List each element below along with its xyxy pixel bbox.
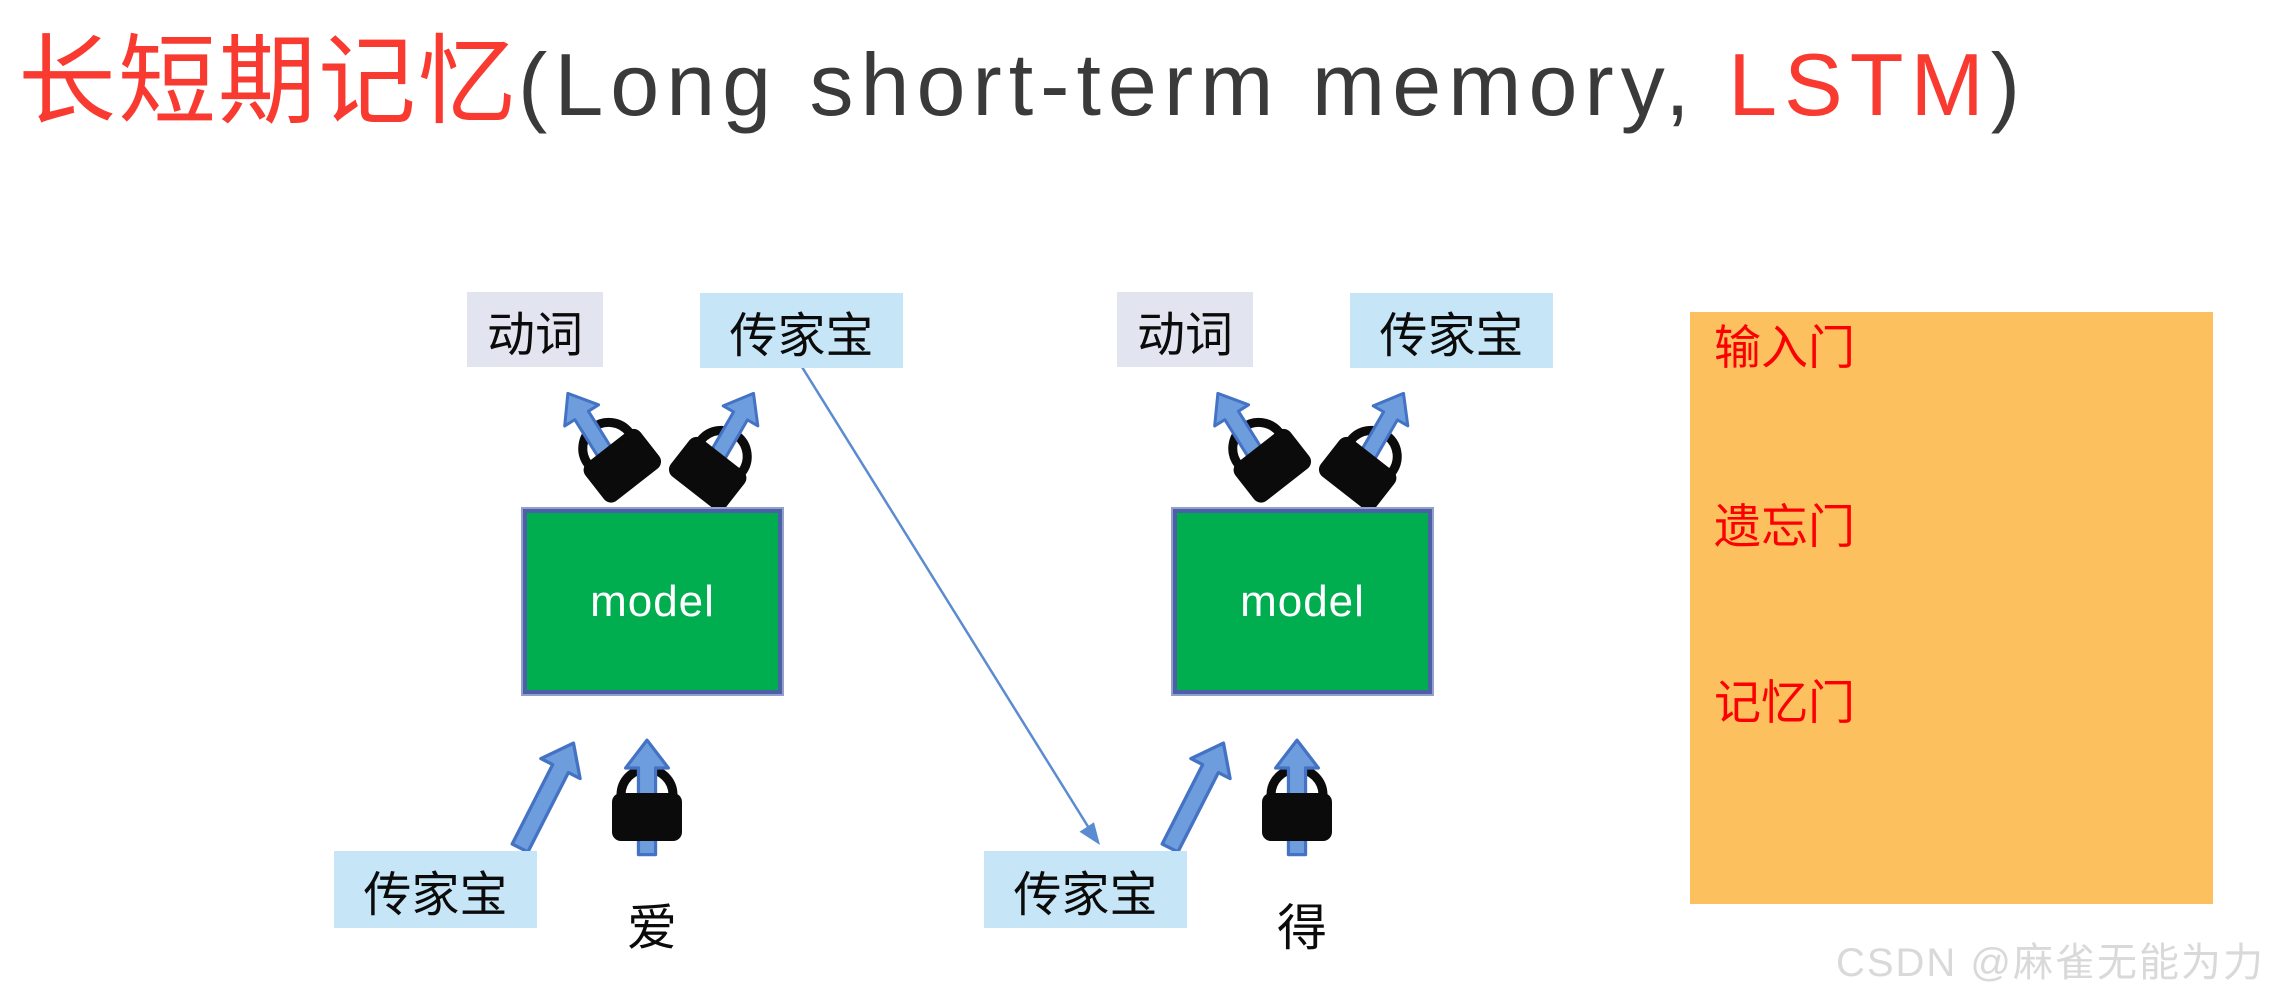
gate-label-input: 输入门 bbox=[1714, 321, 1855, 374]
title-latin-close: ) bbox=[1990, 35, 2028, 134]
gates-panel: 输入门 遗忘门 记忆门 bbox=[1690, 312, 2213, 904]
page-title: 长短期记忆(Long short-term memory, LSTM) bbox=[18, 2, 2027, 144]
title-accent-lstm: LSTM bbox=[1728, 35, 1991, 134]
title-latin-open: (Long short-term memory, bbox=[518, 35, 1729, 134]
gate-label-memory: 记忆门 bbox=[1714, 676, 1855, 729]
watermark: CSDN @麻雀无能为力 bbox=[1835, 941, 2265, 985]
title-cjk: 长短期记忆 bbox=[18, 29, 519, 137]
gate-label-forget: 遗忘门 bbox=[1714, 500, 1855, 553]
